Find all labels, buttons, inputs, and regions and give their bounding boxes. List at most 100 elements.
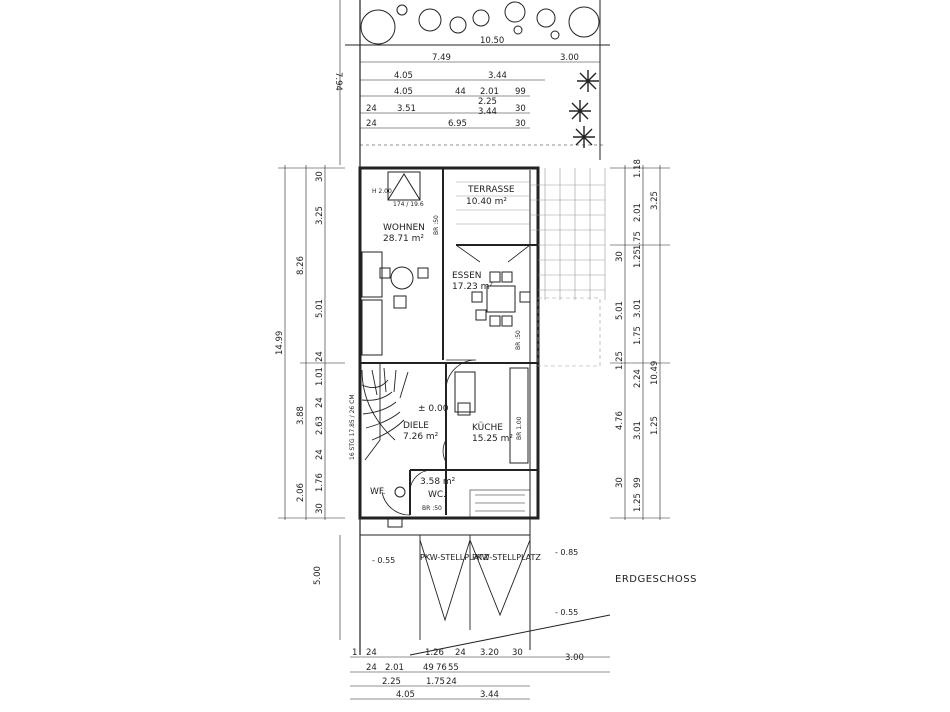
dim-right-a2: 1.75 bbox=[633, 231, 643, 250]
room-terrasse-name: TERRASSE bbox=[467, 185, 515, 195]
dim-bottom-r1-4: 3.20 bbox=[480, 648, 499, 658]
dim-right-b0: 5.01 bbox=[615, 301, 625, 320]
dim-bottom-r2-3: 76 bbox=[436, 663, 447, 673]
dim-top-r4-0: 24 bbox=[366, 119, 377, 129]
parking-labels: PKW-STELLPLATZ PKW-STELLPLATZ - 0.55 - 0… bbox=[372, 548, 578, 617]
room-wohnen-name: WOHNEN bbox=[383, 223, 425, 233]
parking-left-label: PKW-STELLPLATZ bbox=[420, 553, 489, 562]
dim-left-b4: 1.76 bbox=[315, 473, 325, 492]
stairs bbox=[361, 362, 409, 461]
room-essen-area: 17.23 m² bbox=[452, 282, 493, 292]
dim-lines-left bbox=[278, 165, 345, 640]
dim-right-b5: 2.24 bbox=[633, 369, 643, 388]
note-stair: 16 STG 17.85 / 26 CM bbox=[349, 395, 356, 461]
dim-top-r2b: 2.25 bbox=[478, 97, 497, 107]
room-kueche-name: KÜCHE bbox=[472, 422, 503, 433]
note-br-wohnen: BR :50 bbox=[433, 215, 440, 235]
floor-level: ± 0.00 bbox=[418, 404, 449, 414]
dim-left-826: 8.26 bbox=[296, 256, 306, 275]
dim-right-b3: 1.25 bbox=[615, 351, 625, 370]
dim-bottom-r1-0: 1 bbox=[352, 648, 357, 658]
dim-top-r1-1: 3.44 bbox=[488, 71, 507, 81]
parking-right-label: PKW-STELLPLATZ bbox=[472, 553, 541, 562]
dim-right-a4: 1.25 bbox=[633, 249, 643, 268]
note-br-essen: BR :50 bbox=[515, 330, 522, 350]
dim-right-c0: 4.76 bbox=[615, 411, 625, 430]
dim-left-c0: 3.88 bbox=[296, 406, 306, 425]
dim-lines-right bbox=[610, 165, 670, 520]
dim-top-overall: 10.50 bbox=[480, 36, 504, 46]
level-minus-085: - 0.85 bbox=[555, 548, 578, 557]
terrace-paving bbox=[456, 168, 606, 367]
dim-bottom-r1-2: 1.26 bbox=[425, 648, 444, 658]
dim-left-b5: 30 bbox=[315, 503, 325, 514]
dim-top-r2-0: 4.05 bbox=[394, 87, 413, 97]
drawing-title: ERDGESCHOSS bbox=[615, 574, 697, 585]
dims-left: 14.99 8.26 30 3.25 5.01 24 1.01 24 2.63 … bbox=[275, 171, 325, 585]
dim-top-r4-2: 30 bbox=[515, 119, 526, 129]
tree-symbols bbox=[569, 70, 599, 148]
dim-top-r3-0: 24 bbox=[366, 104, 377, 114]
dim-top-r2-3: 99 bbox=[515, 87, 526, 97]
room-kueche-area: 15.25 m² bbox=[472, 434, 513, 444]
dim-bottom-r2-2: 49 bbox=[423, 663, 434, 673]
dim-left-b2: 2.63 bbox=[315, 416, 325, 435]
dim-right-a0: 1.18 bbox=[633, 159, 643, 178]
dim-top-r2-2: 2.01 bbox=[480, 87, 499, 97]
level-minus-055-left: - 0.55 bbox=[372, 556, 395, 565]
dim-bottom-r3-2: 24 bbox=[446, 677, 457, 687]
dim-bottom-r1-3: 24 bbox=[455, 648, 466, 658]
dim-left-a1: 3.25 bbox=[315, 206, 325, 225]
dims-bottom: 1 24 1.26 24 3.20 30 24 2.01 49 76 55 3.… bbox=[352, 648, 584, 700]
room-wohnen-area: 28.71 m² bbox=[383, 234, 424, 244]
dim-left-a3: 24 bbox=[315, 351, 325, 362]
dim-right-b1: 3.01 bbox=[633, 299, 643, 318]
note-br-wc: BR :50 bbox=[422, 505, 442, 512]
room-wf-name: WF. bbox=[370, 487, 386, 497]
dim-top-seg-b: 3.00 bbox=[560, 53, 579, 63]
dim-right-b4: 10.49 bbox=[650, 361, 660, 385]
dims-right: 1.18 2.01 1.75 3.25 1.25 30 5.01 3.01 1.… bbox=[615, 159, 660, 512]
dim-right-b2: 1.75 bbox=[633, 326, 643, 345]
doors bbox=[381, 244, 531, 516]
dim-bottom-r2-4: 55 bbox=[448, 663, 459, 673]
dim-top-r1-0: 4.05 bbox=[394, 71, 413, 81]
dim-right-c4: 99 bbox=[633, 477, 643, 488]
dim-top-seg-a: 7.49 bbox=[432, 53, 451, 63]
dim-right-c1: 3.01 bbox=[633, 421, 643, 440]
dim-bottom-r2-5: 3.00 bbox=[565, 653, 584, 663]
room-terrasse-area: 10.40 m² bbox=[466, 197, 507, 207]
room-labels: WOHNEN 28.71 m² TERRASSE 10.40 m² ESSEN … bbox=[370, 185, 515, 500]
dim-right-c2: 1.25 bbox=[650, 416, 660, 435]
dim-top-r2-1: 44 bbox=[455, 87, 466, 97]
room-diele-name: DIELE bbox=[403, 421, 429, 431]
dim-top-side: 7.94 bbox=[333, 72, 343, 91]
dim-left-total: 14.99 bbox=[275, 331, 285, 355]
dim-bottom-r1-5: 30 bbox=[512, 648, 523, 658]
dim-lines-top bbox=[339, 0, 605, 165]
house-walls bbox=[358, 166, 540, 520]
notes: H 2.00 174 / 19.6 BR :50 BR :50 BR 1.00 … bbox=[349, 188, 523, 512]
dim-top-r3-1: 3.51 bbox=[397, 104, 416, 114]
dim-right-a5: 30 bbox=[615, 251, 625, 262]
dim-left-c1: 2.06 bbox=[296, 483, 306, 502]
note-br-kueche: BR 1.00 bbox=[516, 416, 523, 440]
dim-left-b1: 24 bbox=[315, 397, 325, 408]
level-minus-055-right: - 0.55 bbox=[555, 608, 578, 617]
garden-shrubs bbox=[360, 1, 600, 45]
dim-bottom-r2-1: 2.01 bbox=[385, 663, 404, 673]
dim-bottom-r1-1: 24 bbox=[366, 648, 377, 658]
dim-bottom-r3-0: 2.25 bbox=[382, 677, 401, 687]
room-wc-area: 3.58 m² bbox=[420, 477, 456, 487]
note-window-wohnen: H 2.00 bbox=[372, 188, 392, 195]
room-wc-name: WC. bbox=[428, 490, 446, 500]
dim-lines-bottom bbox=[350, 656, 610, 700]
dim-top-r3-3: 30 bbox=[515, 104, 526, 114]
furniture bbox=[361, 171, 531, 528]
dim-left-b3: 24 bbox=[315, 449, 325, 460]
dim-right-c3: 30 bbox=[615, 477, 625, 488]
dim-left-a0: 30 bbox=[315, 171, 325, 182]
dim-bottom-r2-0: 24 bbox=[366, 663, 377, 673]
dim-left-a2: 5.01 bbox=[315, 299, 325, 318]
